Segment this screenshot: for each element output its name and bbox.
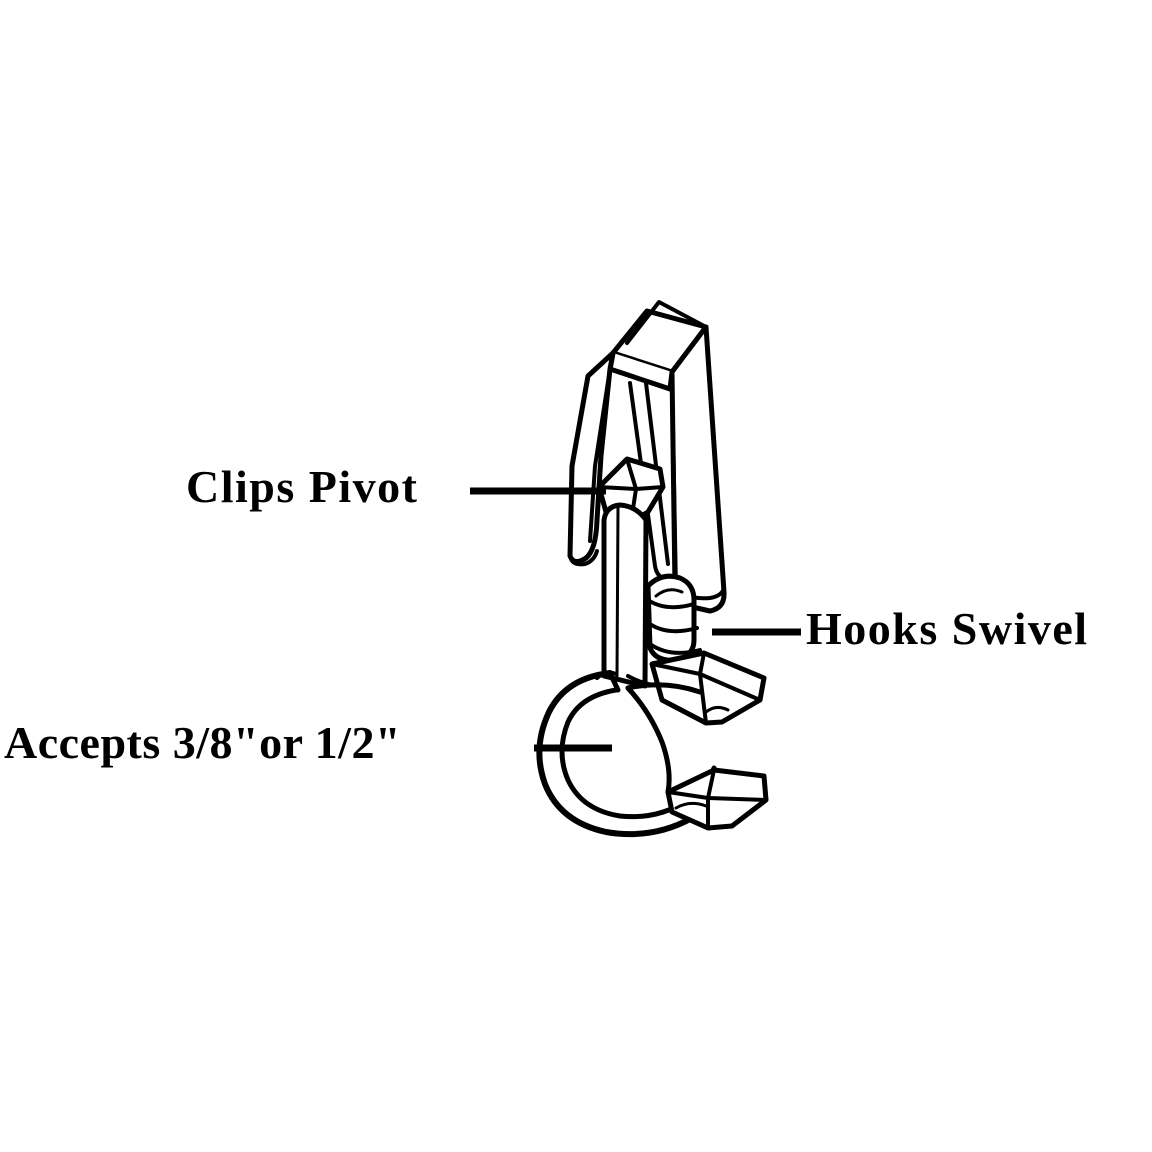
shaft [601, 502, 649, 689]
leader-lines [470, 487, 801, 752]
clip-jaw-left [567, 350, 616, 567]
callout-label-hooks-swivel: Hooks Swivel [806, 603, 1089, 654]
clip-jaw-right [669, 324, 727, 614]
hook-neck [626, 674, 662, 688]
callout-label-clips-pivot: Clips Pivot [186, 461, 419, 512]
line-art-group [536, 300, 769, 838]
callout-label-accepts-size: Accepts 3/8"or 1/2" [4, 717, 401, 768]
swivel-collar [645, 573, 702, 663]
upper-tab [649, 650, 767, 726]
lower-tab [665, 767, 769, 831]
